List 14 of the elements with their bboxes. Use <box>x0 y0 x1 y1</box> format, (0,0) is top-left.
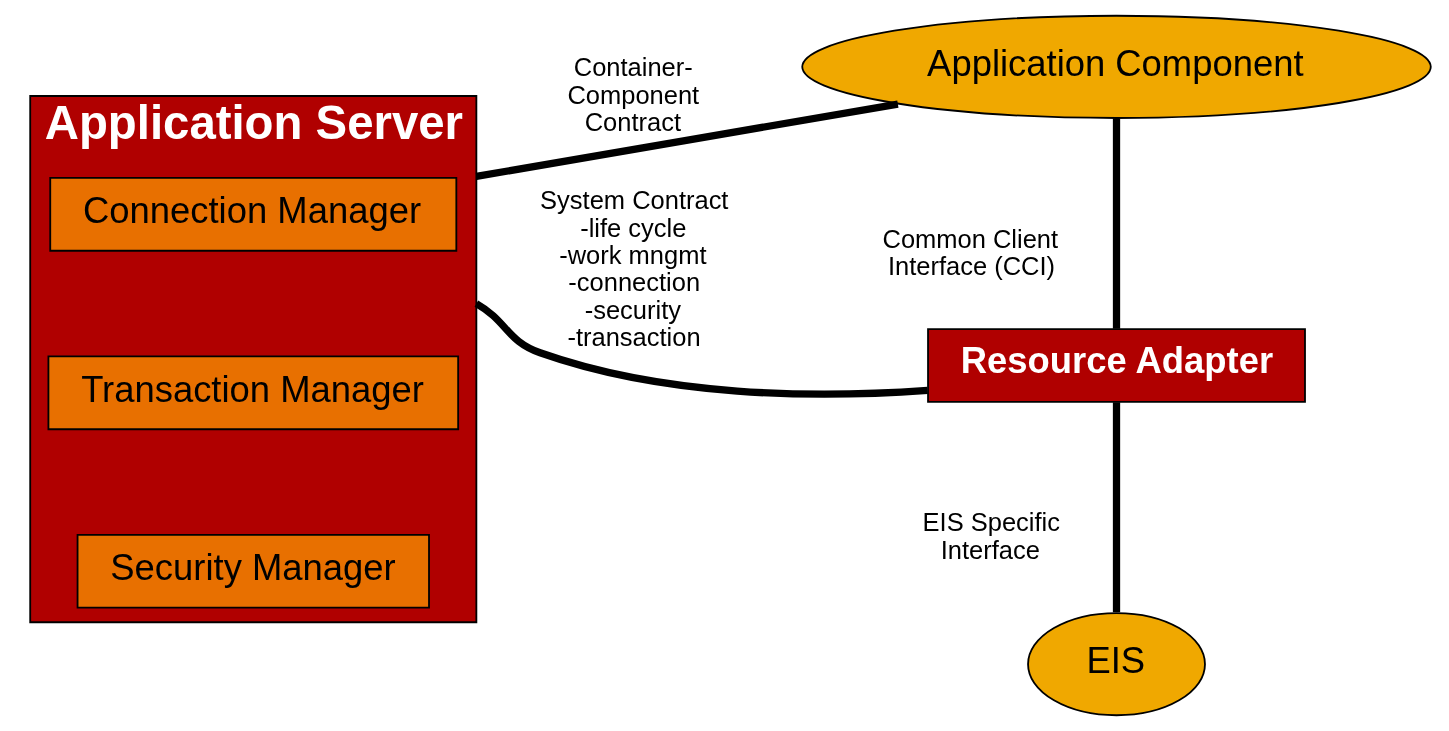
node-box: Transaction Manager <box>47 355 459 431</box>
edge-label: EIS Specific Interface <box>922 508 1060 564</box>
edge-label: Container- Component Contract <box>566 53 699 136</box>
node-ellipse: Application Component <box>800 14 1432 119</box>
connector <box>475 100 898 180</box>
connector <box>1112 118 1120 329</box>
edge-label: System Contract -life cycle -work mngmt -connection -security -transaction <box>539 186 728 351</box>
node-box: Security Manager <box>76 533 430 609</box>
node-box: Resource Adapter <box>926 328 1306 403</box>
node-box: Connection Manager <box>48 177 457 252</box>
connector <box>1112 402 1120 613</box>
connector <box>473 300 928 398</box>
edge-label: Common Client Interface (CCI) <box>882 224 1058 280</box>
node-ellipse: EIS <box>1026 612 1206 717</box>
